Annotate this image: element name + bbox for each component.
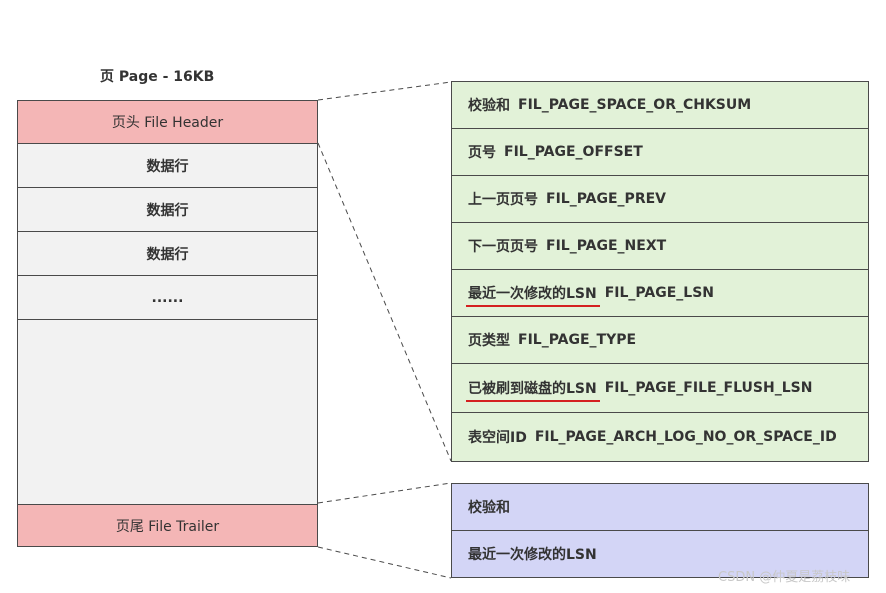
file-trailer-block: 页尾 File Trailer (18, 504, 317, 546)
field-cn-label: 已被刷到磁盘的LSN (468, 381, 597, 397)
page-structure: 页头 File Header 数据行 数据行 数据行 ...... 页尾 Fil… (17, 100, 318, 547)
field-en-label: FIL_PAGE_LSN (604, 285, 715, 301)
field-cn-label: 最近一次修改的LSN (468, 286, 597, 302)
trailer-field-row: 校验和 (452, 484, 868, 531)
file-header-detail: 校验和 FIL_PAGE_SPACE_OR_CHKSUM 页号 FIL_PAGE… (451, 81, 869, 462)
page-title: 页 Page - 16KB (100, 69, 215, 85)
field-cn-label: 校验和 (468, 98, 510, 114)
header-field-row: 最近一次修改的LSN FIL_PAGE_LSN (452, 270, 868, 317)
watermark-text: CSDN @仲夏是荔枝味 (718, 570, 851, 585)
header-connector-bottom (317, 142, 452, 462)
field-en-label: FIL_PAGE_TYPE (518, 332, 637, 348)
trailer-field-row: 最近一次修改的LSN (468, 547, 597, 563)
header-connector-top (317, 81, 452, 101)
header-field-row: 已被刷到磁盘的LSN FIL_PAGE_FILE_FLUSH_LSN (452, 364, 868, 413)
field-en-label: FIL_PAGE_PREV (546, 191, 666, 207)
header-field-row: 校验和 FIL_PAGE_SPACE_OR_CHKSUM (452, 82, 868, 129)
field-cn-label: 上一页页号 (468, 192, 538, 208)
red-underline (466, 400, 600, 402)
trailer-connector-top (317, 482, 452, 504)
field-cn-label: 页类型 (468, 333, 510, 349)
data-row: 数据行 (18, 188, 317, 232)
field-cn-label: 下一页页号 (468, 239, 538, 255)
field-en-label: FIL_PAGE_FILE_FLUSH_LSN (604, 380, 813, 396)
file-header-block: 页头 File Header (18, 101, 317, 144)
red-underline (466, 305, 600, 307)
field-en-label: FIL_PAGE_SPACE_OR_CHKSUM (518, 97, 752, 113)
header-field-row: 上一页页号 FIL_PAGE_PREV (452, 176, 868, 223)
trailer-connector-bottom (317, 546, 452, 579)
field-cn-label: 表空间ID (468, 430, 527, 446)
header-field-row: 下一页页号 FIL_PAGE_NEXT (452, 223, 868, 270)
data-row-ellipsis: ...... (18, 276, 317, 320)
data-row: 数据行 (18, 144, 317, 188)
data-row: 数据行 (18, 232, 317, 276)
field-cn-label: 页号 (468, 145, 496, 161)
field-en-label: FIL_PAGE_ARCH_LOG_NO_OR_SPACE_ID (534, 429, 837, 445)
file-trailer-detail: 校验和 最近一次修改的LSN (451, 483, 869, 578)
header-field-row: 页号 FIL_PAGE_OFFSET (452, 129, 868, 176)
header-field-row: 页类型 FIL_PAGE_TYPE (452, 317, 868, 364)
header-field-row: 表空间ID FIL_PAGE_ARCH_LOG_NO_OR_SPACE_ID (452, 413, 868, 461)
field-en-label: FIL_PAGE_OFFSET (504, 144, 643, 160)
field-en-label: FIL_PAGE_NEXT (546, 238, 667, 254)
